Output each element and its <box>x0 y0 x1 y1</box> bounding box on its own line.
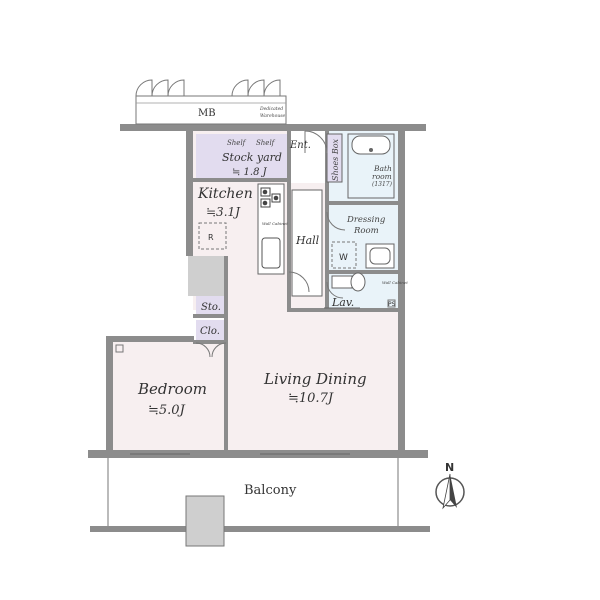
mb-label: MB <box>198 108 216 119</box>
north-compass <box>435 473 465 510</box>
balcony-label: Balcony <box>244 483 297 498</box>
bath-room-label-1: Bath <box>373 164 392 173</box>
washer-label: W <box>339 253 348 263</box>
kitchen-area: ≒3.1J <box>206 205 241 219</box>
vanity-sink <box>365 243 395 269</box>
hall-cabinet <box>291 189 323 297</box>
room-labels: MB Dedicated Warehouse Shelf Shelf Stock… <box>137 106 454 498</box>
closet-label: Clo. <box>200 326 220 337</box>
ps-label: PS <box>388 301 396 308</box>
bath-room-size: (1317) <box>372 181 393 188</box>
warehouse-label: Warehouse <box>260 113 286 119</box>
dressing-room-label-2: Room <box>353 226 379 236</box>
balcony-area <box>90 458 430 547</box>
lavatory-label: Lav. <box>331 296 354 309</box>
shelf-label-2: Shelf <box>256 139 276 147</box>
wall-cabinet-label-1: Wall Cabinet <box>262 221 288 226</box>
shoes-box-label: Shoes Box <box>331 138 340 181</box>
storage-label: Sto. <box>201 302 221 313</box>
dressing-room-label-1: Dressing <box>346 215 386 225</box>
entrance-label: Ent. <box>289 140 311 151</box>
exterior-walls <box>88 124 428 458</box>
washer-space <box>331 241 357 269</box>
stock-yard-area: ≒ 1.8 J <box>232 167 268 178</box>
duct-void <box>188 256 226 296</box>
bathtub <box>347 133 395 199</box>
bedroom-label: Bedroom <box>137 380 207 398</box>
column-marks <box>115 299 396 353</box>
windows <box>130 307 360 455</box>
toilet <box>331 272 366 292</box>
stock-yard-label: Stock yard <box>222 151 282 164</box>
bedroom-area: ≒5.0J <box>148 403 186 418</box>
shoes-box <box>326 133 343 183</box>
wall-cabinet-label-2: Wall Cabinet <box>382 280 408 285</box>
living-dining-label: Living Dining <box>263 370 367 388</box>
shelf-label-1: Shelf <box>227 139 247 147</box>
hall-label: Hall <box>295 234 320 247</box>
kitchen-counter <box>257 183 285 275</box>
mb-area <box>135 79 287 125</box>
refrigerator-space <box>198 222 227 250</box>
kitchen-label: Kitchen <box>197 186 253 202</box>
bath-room-label-2: room <box>372 172 392 181</box>
compass-north-label: N <box>445 461 454 474</box>
living-dining-area: ≒10.7J <box>288 391 334 406</box>
door-swings <box>195 130 346 358</box>
dedicated-label: Dedicated <box>259 106 283 112</box>
refrigerator-label: R <box>208 233 214 242</box>
